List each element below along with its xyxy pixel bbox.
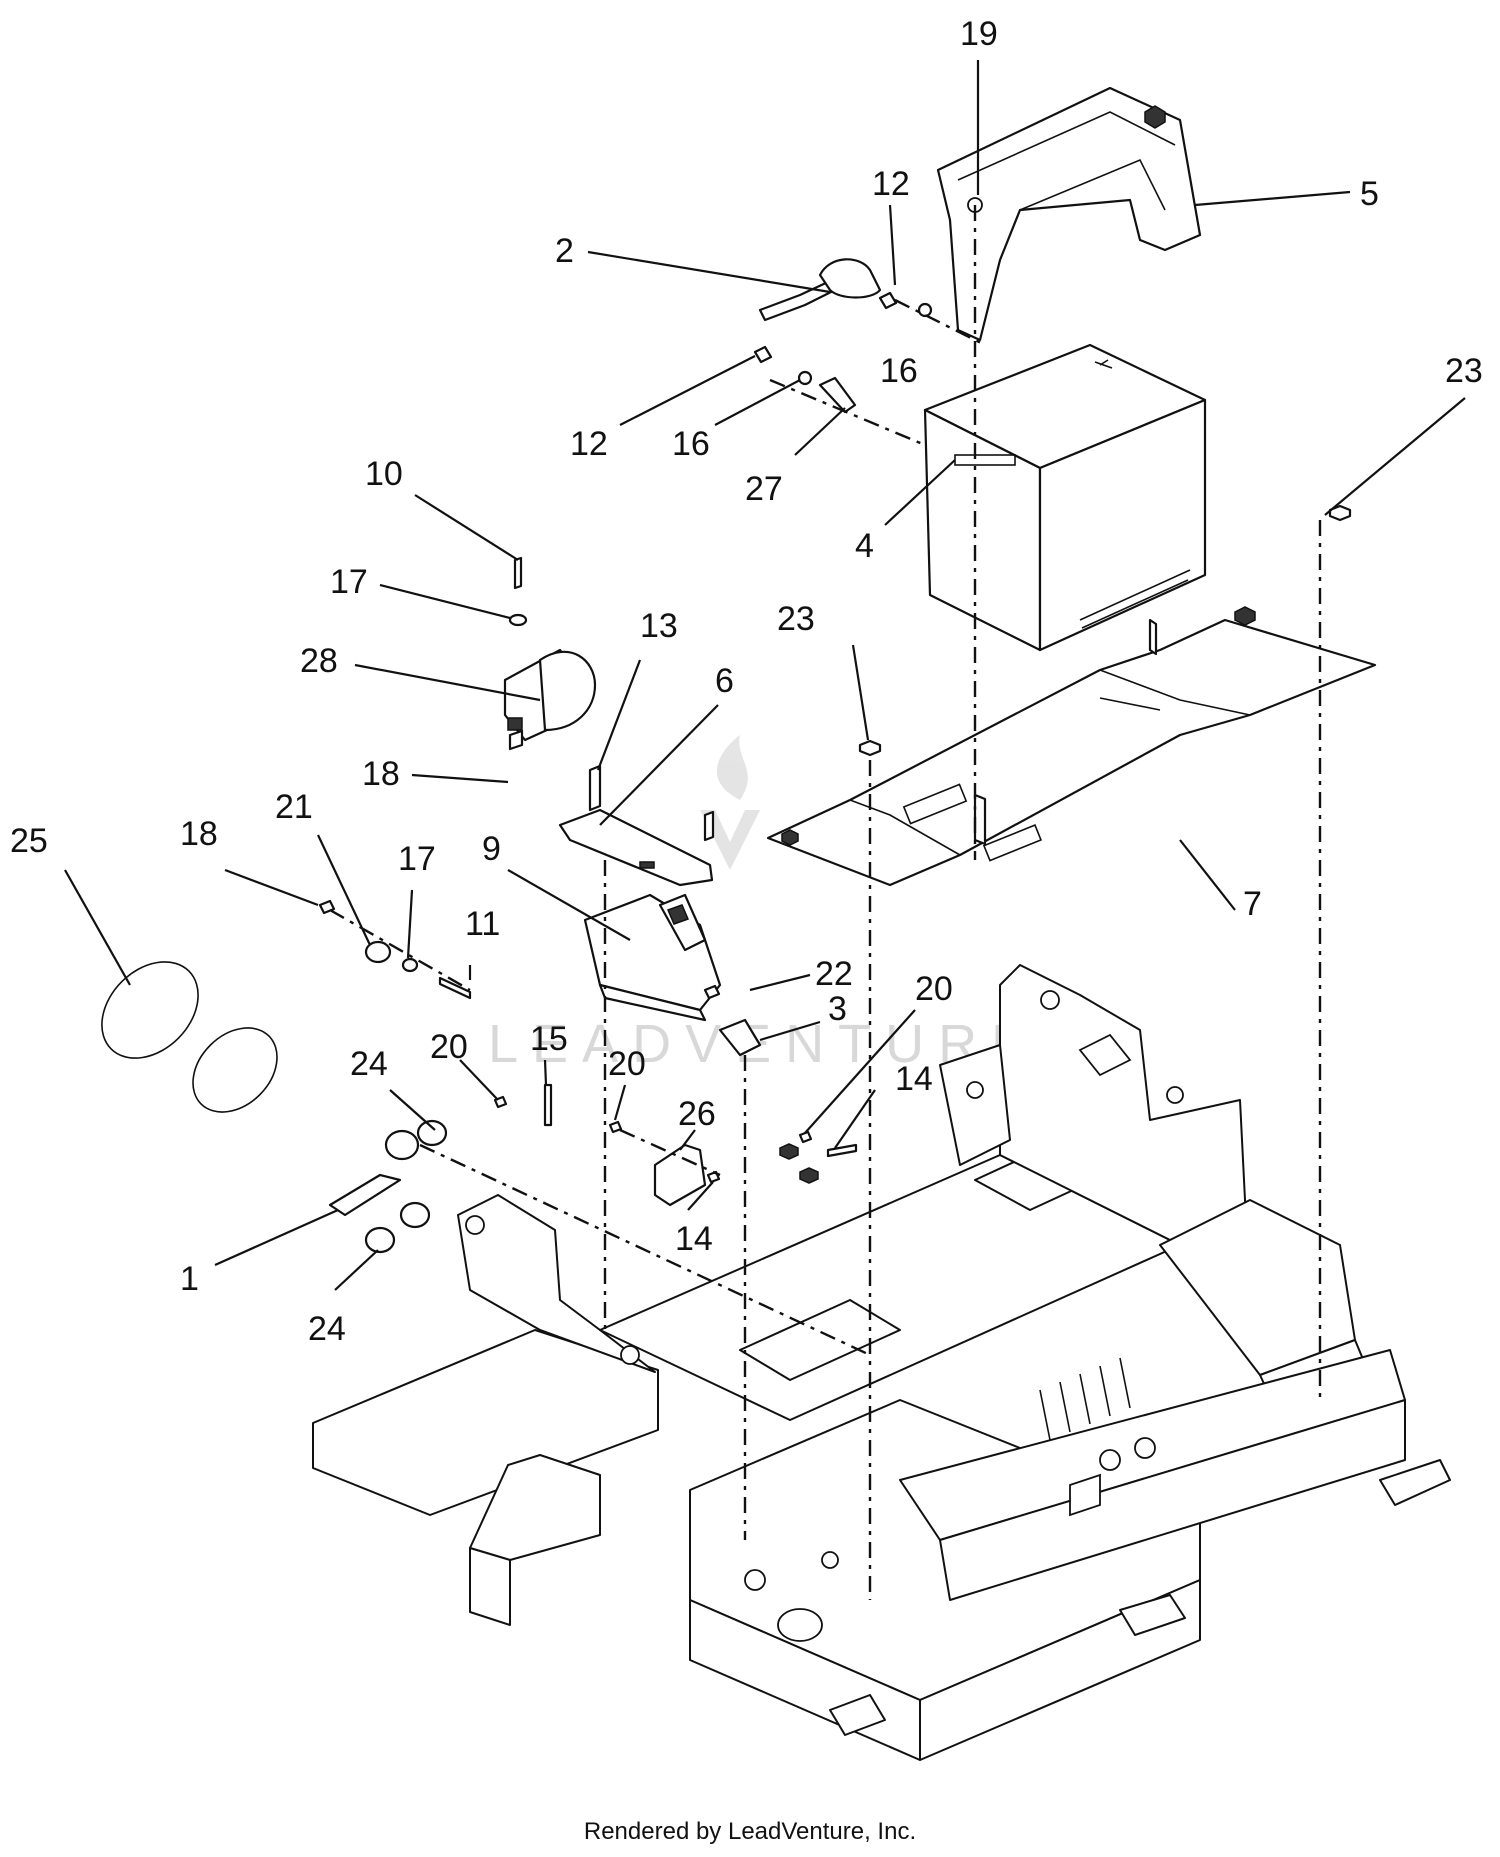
callout-24: 24 — [308, 1310, 346, 1348]
callout-25: 25 — [10, 822, 48, 860]
callout-19: 19 — [960, 15, 998, 53]
callout-12: 12 — [570, 425, 608, 463]
battery-cable — [758, 258, 882, 322]
callout-23: 23 — [1445, 352, 1483, 390]
callout-5: 5 — [1360, 175, 1379, 213]
battery — [923, 343, 1207, 652]
callout-17: 17 — [330, 563, 368, 601]
callout-labels: 19 12 5 2 16 23 12 16 27 4 10 17 13 23 2… — [10, 15, 1483, 1348]
callout-7: 7 — [1243, 885, 1262, 923]
grommets — [364, 1119, 448, 1254]
render-credit: Rendered by LeadVenture, Inc. — [583, 1818, 917, 1845]
callout-16: 16 — [672, 425, 710, 463]
module-28 — [503, 648, 597, 742]
callout-23: 23 — [777, 600, 815, 638]
callout-18: 18 — [362, 755, 400, 793]
battery-tray — [766, 606, 1377, 887]
callout-20: 20 — [430, 1028, 468, 1066]
nut-icon — [1144, 105, 1166, 129]
assembly-lines — [329, 205, 1322, 1600]
leader-lines — [64, 60, 1466, 1291]
module-26 — [653, 1143, 707, 1207]
callout-24: 24 — [350, 1045, 388, 1083]
callout-26: 26 — [678, 1095, 716, 1133]
callout-15: 15 — [530, 1020, 568, 1058]
callout-2: 2 — [555, 232, 574, 270]
callout-20: 20 — [915, 970, 953, 1008]
callout-17: 17 — [398, 840, 436, 878]
fuse-block — [583, 893, 722, 1022]
strap-1 — [328, 1173, 402, 1217]
callout-16: 16 — [880, 352, 918, 390]
callout-14: 14 — [895, 1060, 933, 1098]
callout-21: 21 — [275, 788, 313, 826]
callout-13: 13 — [640, 607, 678, 645]
callout-4: 4 — [855, 527, 874, 565]
connector-3 — [718, 1018, 762, 1057]
callout-10: 10 — [365, 455, 403, 493]
callout-1: 1 — [180, 1260, 199, 1298]
terminal-boot — [818, 376, 857, 414]
battery-hardware — [753, 291, 933, 386]
callout-12: 12 — [872, 165, 910, 203]
callout-22: 22 — [815, 955, 853, 993]
callout-11: 11 — [465, 905, 500, 943]
left-hardware — [318, 556, 528, 1000]
battery-hold-down-bracket — [936, 86, 1202, 342]
callout-3: 3 — [828, 990, 847, 1028]
callout-14: 14 — [675, 1220, 713, 1258]
cable-ties — [101, 961, 278, 1113]
callout-6: 6 — [715, 662, 734, 700]
callout-9: 9 — [482, 830, 501, 868]
callout-20: 20 — [608, 1045, 646, 1083]
callout-18: 18 — [180, 815, 218, 853]
callout-27: 27 — [745, 470, 783, 508]
relay-bracket — [558, 764, 714, 887]
callout-28: 28 — [300, 642, 338, 680]
